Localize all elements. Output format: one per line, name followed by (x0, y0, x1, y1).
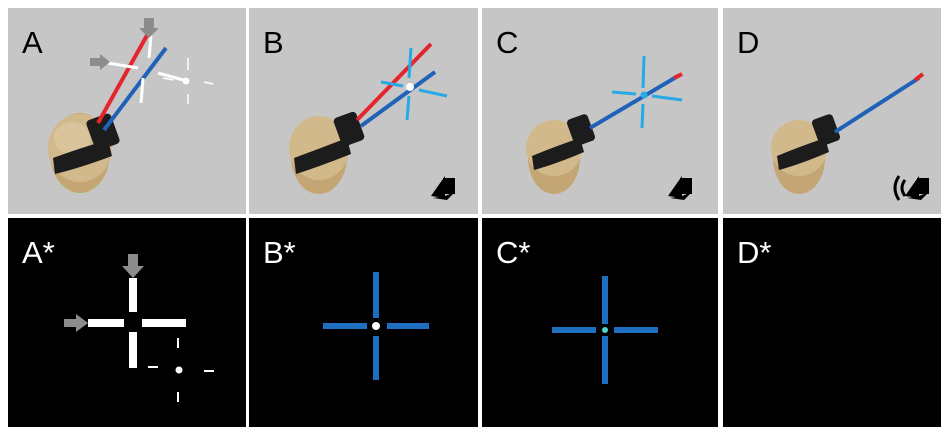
target-dot (372, 322, 380, 330)
speaker-icon (668, 176, 692, 200)
target-dot (406, 83, 414, 91)
down-arrow-icon (139, 18, 159, 38)
panel-d-star-label: D* (737, 235, 772, 270)
headset-visor (812, 114, 840, 146)
blue-crosshair (323, 272, 429, 380)
panel-c-star-label: C* (496, 235, 531, 270)
panel-b: B (249, 8, 478, 214)
speaker-sound-waves-icon (893, 175, 929, 201)
blue-ray (588, 74, 680, 130)
panel-c: C (482, 8, 718, 214)
blue-ray (833, 76, 921, 134)
red-ray (96, 29, 152, 124)
target-dot (602, 327, 608, 333)
light-blue-crosshair (380, 47, 448, 121)
headset-visor (567, 114, 595, 146)
panel-c-star: C* (482, 218, 718, 427)
white-crosshair (88, 278, 186, 368)
target-crosshair (162, 58, 214, 104)
target-dot (175, 366, 183, 374)
panel-c-scene (526, 55, 692, 200)
speaker-icon (431, 176, 455, 200)
blue-ray (102, 46, 168, 132)
headset-strap (294, 138, 351, 174)
red-ray (355, 42, 433, 122)
blue-ray (359, 70, 437, 128)
head-mannequin (289, 111, 365, 194)
panel-b-label: B (263, 25, 284, 60)
panel-a-star-label: A* (22, 235, 55, 270)
headset-strap (777, 138, 829, 170)
panel-b-star: B* (249, 218, 478, 427)
panel-a-star-scene (64, 254, 214, 402)
panel-d-scene (771, 72, 929, 201)
red-ray-tip (913, 72, 925, 82)
right-arrow-icon (90, 54, 110, 70)
panel-d: D (723, 8, 941, 214)
headset-visor (333, 111, 365, 147)
target-dot (640, 91, 648, 99)
panel-b-star-label: B* (263, 235, 296, 270)
light-blue-crosshair (611, 55, 683, 129)
panel-c-star-scene (552, 276, 658, 384)
head-mannequin (526, 114, 595, 194)
red-ray-tip (673, 72, 683, 80)
headset-strap (532, 138, 584, 170)
head-mannequin (771, 114, 840, 194)
panel-d-star: D* (723, 218, 941, 427)
blue-crosshair (552, 276, 658, 384)
panel-a-star: A* (8, 218, 246, 427)
panel-b-star-scene (323, 272, 429, 380)
down-arrow-icon (122, 254, 144, 278)
panel-a-label: A (22, 25, 43, 60)
panel-d-label: D (737, 25, 760, 60)
target-crosshair (148, 338, 214, 402)
white-crosshair (107, 35, 184, 104)
panel-a: A (8, 8, 246, 214)
panel-a-scene (48, 18, 214, 193)
target-dot (182, 77, 190, 85)
panel-c-label: C (496, 25, 519, 60)
panel-b-scene (289, 42, 455, 200)
head-mannequin (48, 113, 120, 193)
right-arrow-icon (64, 314, 88, 332)
